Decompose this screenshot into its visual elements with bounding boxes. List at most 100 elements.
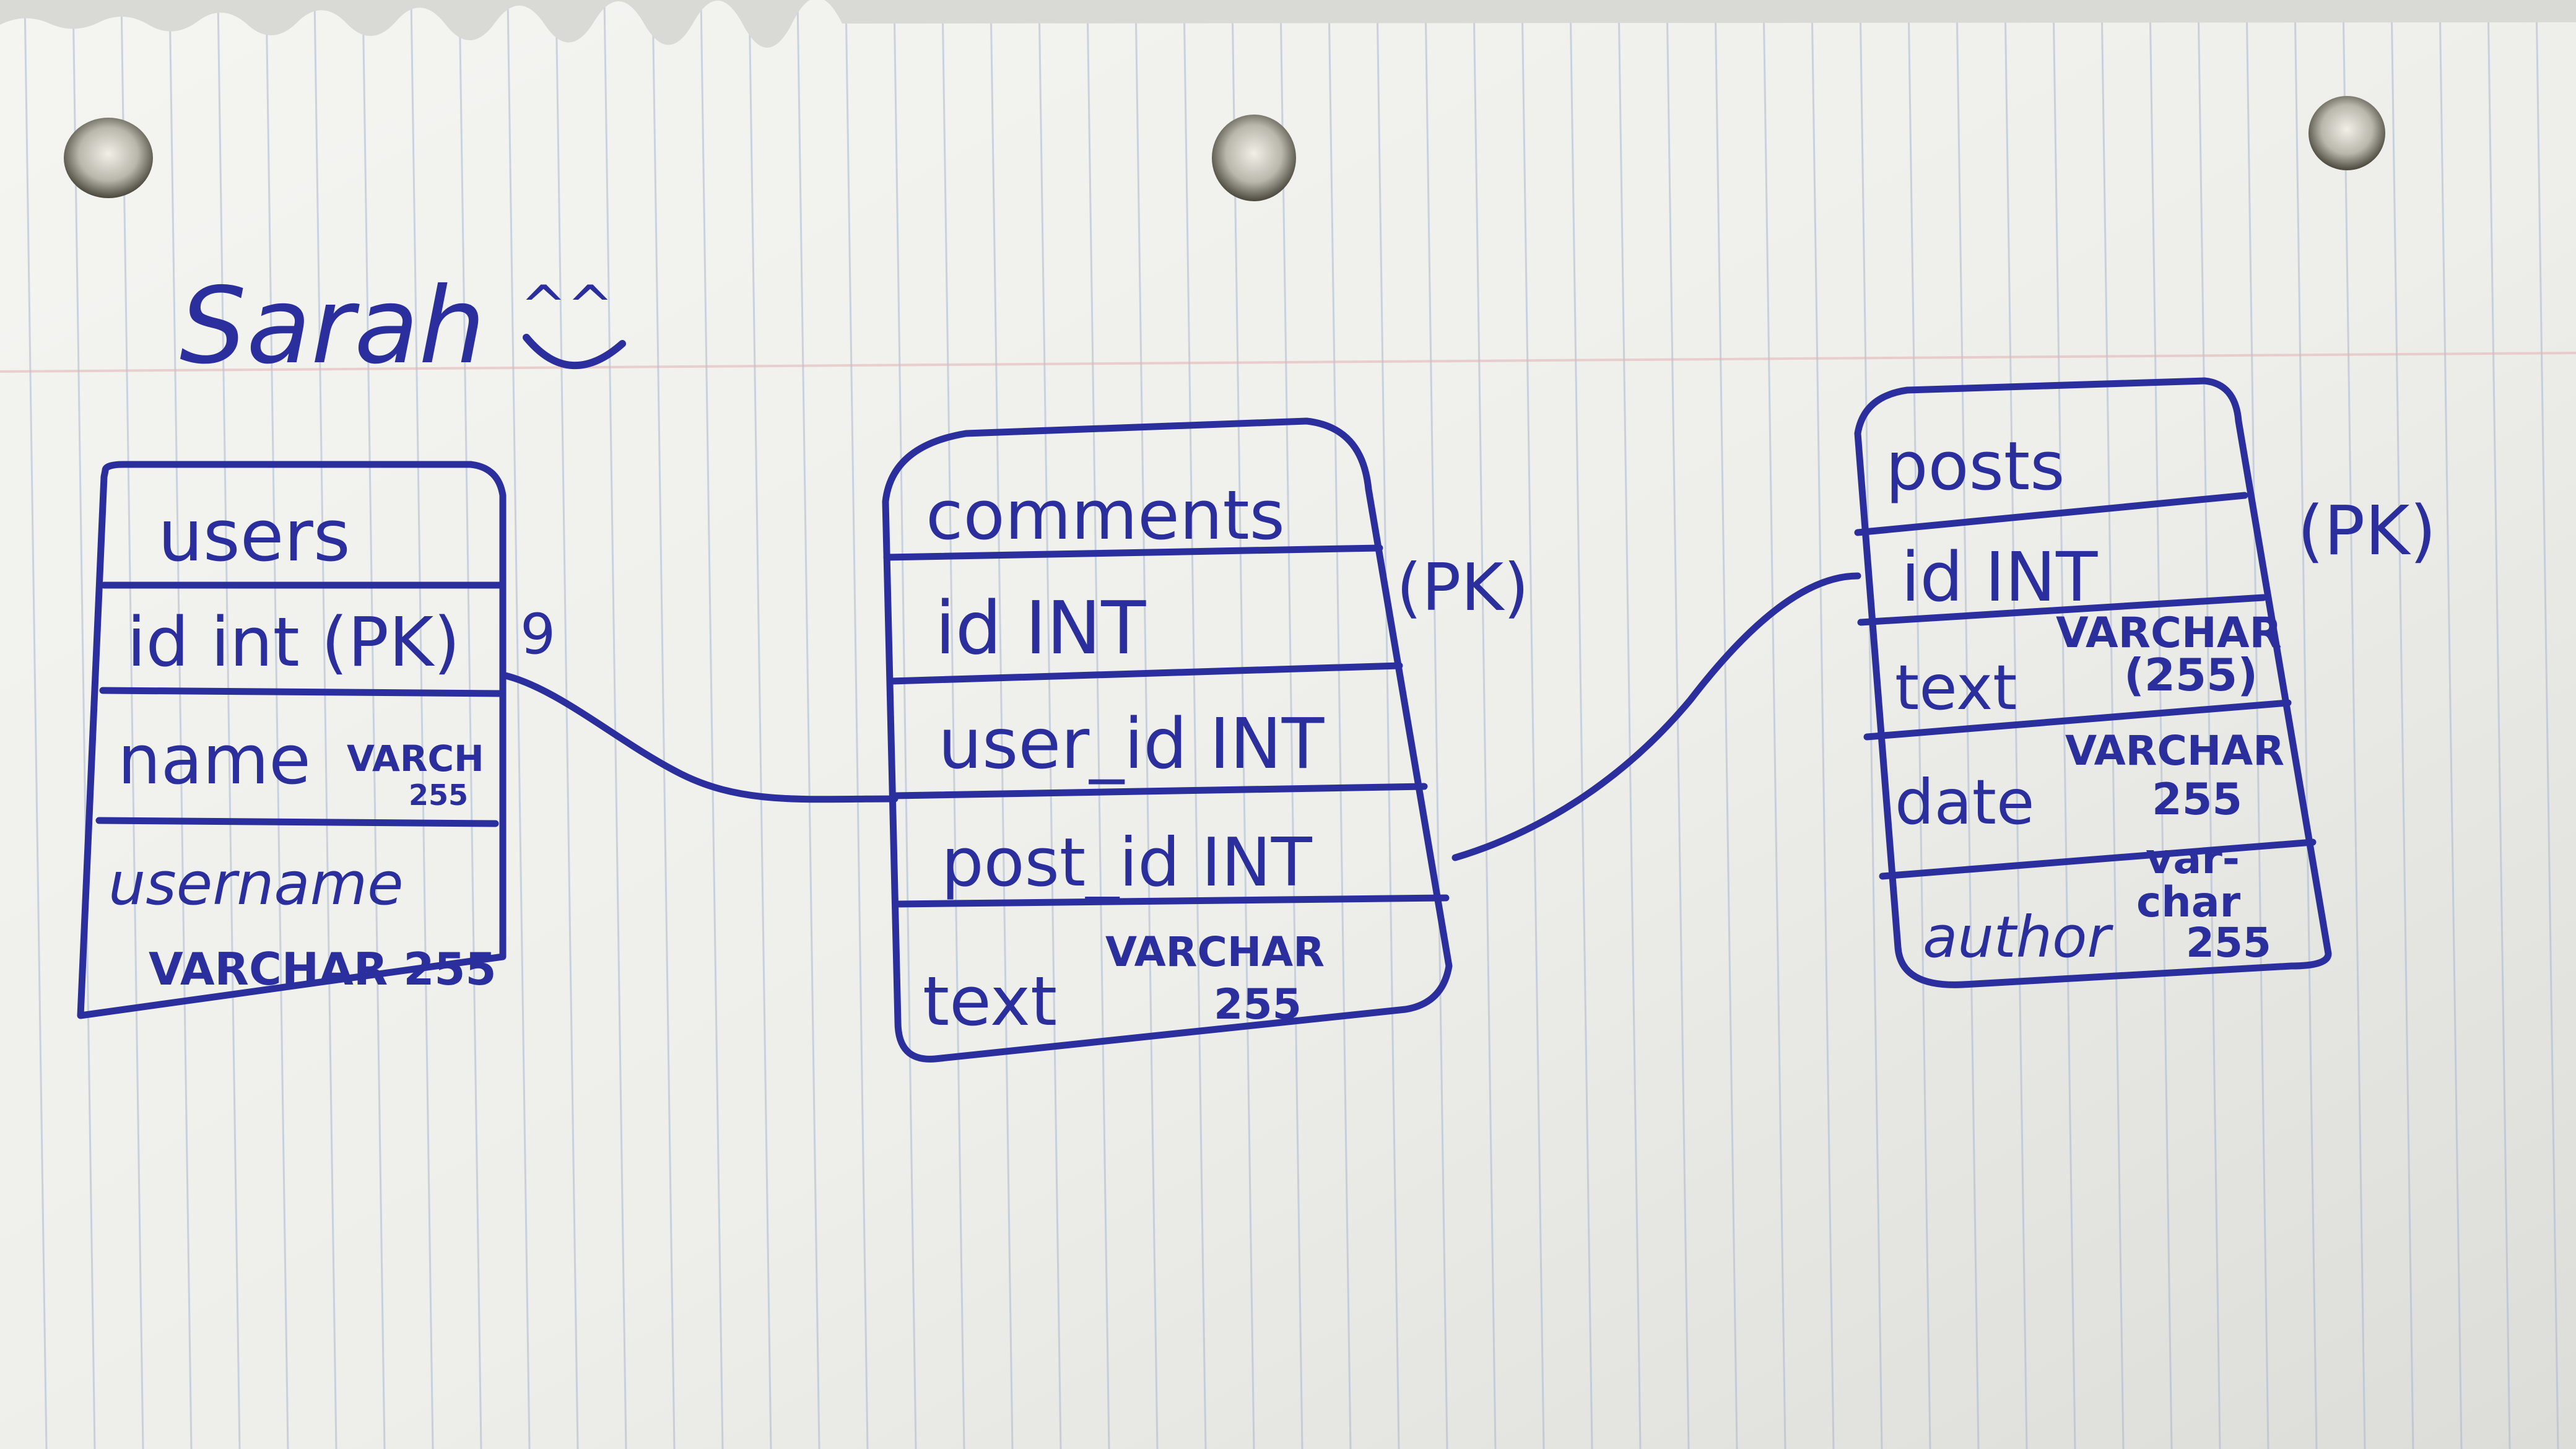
rule-line	[2487, 0, 2511, 1449]
rule-line	[1859, 0, 1883, 1449]
binder-hole-left	[64, 118, 153, 198]
table-comments-divider-1	[883, 544, 1383, 561]
comments-row-post-id: post_id INT	[941, 824, 1313, 902]
users-row-name-size: 255	[409, 778, 468, 812]
rule-line	[1521, 0, 1545, 1449]
posts-row-author: author	[1923, 904, 2113, 970]
rule-line	[603, 0, 627, 1449]
rule-line	[1666, 0, 1690, 1449]
rule-line	[1376, 0, 1400, 1449]
table-users-divider-2	[99, 687, 504, 697]
binder-hole-center	[1212, 115, 1296, 201]
rule-line	[1086, 0, 1110, 1449]
comments-row-text: text	[923, 962, 1057, 1041]
smiley-mouth	[523, 334, 626, 370]
table-posts-divider-2	[1857, 594, 2267, 626]
posts-row-author-size: 255	[2186, 919, 2271, 967]
table-comments-border	[882, 417, 1453, 1063]
users-id-fk-marker: 9	[520, 602, 555, 667]
table-users: users id int (PK) 9 name VARCH 255 usern…	[77, 461, 555, 1019]
rule-line	[1956, 0, 1980, 1449]
rule-line	[1811, 0, 1835, 1449]
posts-pk-label: (PK)	[2297, 491, 2436, 570]
rule-line	[168, 0, 193, 1449]
rule-line	[2439, 0, 2463, 1449]
rule-line	[845, 0, 869, 1449]
comments-row-text-type: VARCHAR	[1105, 928, 1325, 976]
rule-line	[2294, 0, 2318, 1449]
rule-line	[2390, 0, 2414, 1449]
table-users-title: users	[158, 495, 350, 578]
rule-line	[362, 0, 386, 1449]
table-posts: posts (PK) id INT text VARCHAR (255) dat…	[1854, 377, 2436, 988]
posts-row-id: id INT	[1901, 537, 2098, 617]
rule-line	[1714, 0, 1738, 1449]
relation-comments-posts	[1451, 572, 1861, 861]
rule-line	[217, 0, 241, 1449]
table-posts-divider-3	[1863, 699, 2292, 741]
comments-pk-label: (PK)	[1396, 550, 1529, 625]
rule-line	[507, 0, 531, 1449]
rule-line	[265, 0, 289, 1449]
rule-line	[458, 0, 482, 1449]
table-posts-divider-4	[1879, 838, 2317, 880]
rule-line	[1473, 0, 1497, 1449]
posts-row-author-type-2: char	[2136, 878, 2241, 927]
rule-line	[651, 0, 676, 1449]
smiley-eyes: ^^	[520, 274, 614, 339]
rule-line	[1424, 0, 1448, 1449]
ruled-lines	[24, 0, 2559, 1449]
rule-line	[410, 0, 434, 1449]
rule-line	[72, 0, 96, 1449]
table-users-border	[77, 461, 507, 1019]
rule-line	[796, 0, 820, 1449]
users-row-name: name	[118, 720, 311, 799]
table-posts-border	[1854, 377, 2332, 988]
rule-line	[2197, 0, 2221, 1449]
posts-row-text-size: (255)	[2124, 649, 2258, 701]
rule-line	[1569, 0, 1593, 1449]
rule-line	[1134, 0, 1159, 1449]
smiley-face-icon: ^^	[520, 274, 626, 370]
users-row-id: id int (PK)	[127, 603, 460, 682]
relation-users-comments	[499, 671, 899, 803]
rule-line	[120, 0, 144, 1449]
rule-line	[1762, 0, 1786, 1449]
rule-line	[1907, 0, 1931, 1449]
rule-line	[2245, 0, 2269, 1449]
rule-line	[1279, 0, 1303, 1449]
table-comments-divider-2	[888, 662, 1403, 685]
margin-line	[0, 352, 2576, 373]
rule-line	[2052, 0, 2076, 1449]
table-posts-title: posts	[1886, 428, 2065, 505]
rule-line	[555, 0, 579, 1449]
users-row-name-type: VARCH	[347, 738, 484, 780]
posts-row-author-type-1: var-	[2146, 835, 2240, 884]
rule-line	[1183, 0, 1207, 1449]
rule-line	[1617, 0, 1642, 1449]
users-row-username-type: VARCHAR 255	[149, 943, 497, 995]
rule-line	[2535, 0, 2559, 1449]
rule-line	[941, 0, 965, 1449]
binder-hole-right	[2308, 96, 2385, 170]
rule-line	[313, 0, 337, 1449]
comments-row-text-size: 255	[1214, 980, 1302, 1029]
posts-row-text-type: VARCHAR	[2056, 609, 2282, 658]
rule-line	[2100, 0, 2125, 1449]
rule-line	[1328, 0, 1352, 1449]
rule-line	[2342, 0, 2366, 1449]
rule-line	[1038, 0, 1062, 1449]
posts-row-text: text	[1895, 651, 2017, 724]
rule-line	[2149, 0, 2173, 1449]
table-users-divider-3	[95, 817, 499, 827]
table-comments-divider-4	[893, 894, 1450, 908]
posts-row-date-size: 255	[2152, 774, 2242, 825]
posts-row-date-type: VARCHAR	[2065, 727, 2284, 775]
rule-line	[24, 0, 48, 1449]
author-name: Sarah	[180, 265, 485, 388]
comments-row-user-id: user_id INT	[938, 704, 1325, 785]
posts-row-date: date	[1895, 766, 2035, 838]
rule-line	[1231, 0, 1255, 1449]
rule-line	[893, 0, 917, 1449]
